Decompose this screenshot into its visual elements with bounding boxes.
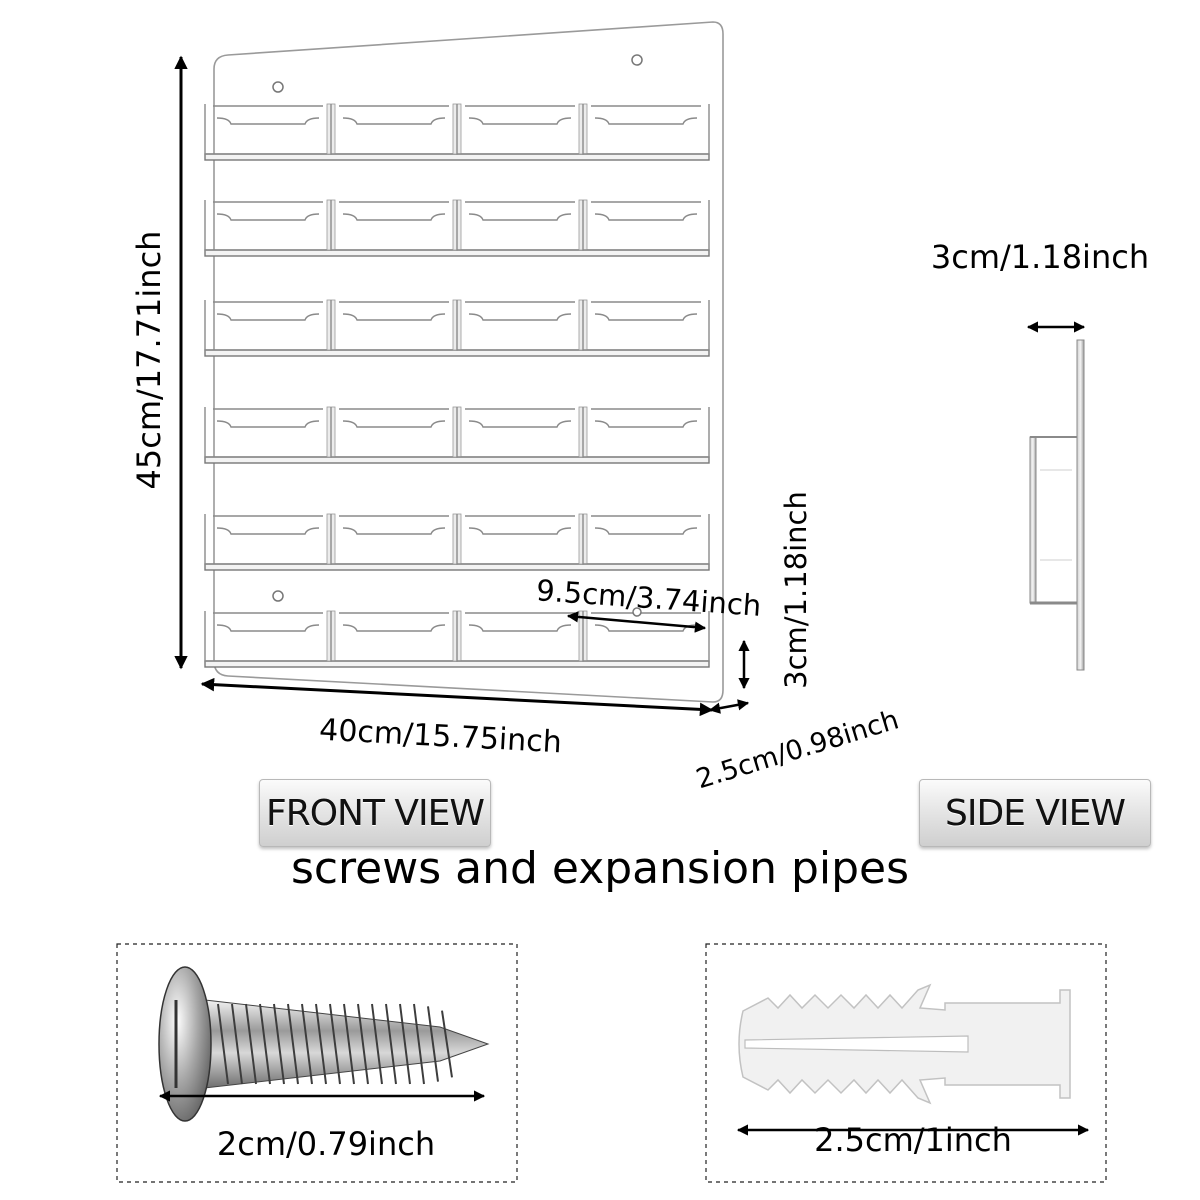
screw-icon: [158, 966, 490, 1122]
pocket-row: [204, 103, 710, 161]
width-arrow: [200, 677, 714, 717]
pocket-row: [204, 299, 710, 357]
pocket-row: [204, 406, 710, 464]
width-label: 40cm/15.75inch: [318, 713, 562, 761]
pocket: [582, 514, 710, 565]
side-depth-label: 3cm/1.18inch: [931, 238, 1149, 276]
mount-hole-top-right: [631, 54, 643, 66]
mount-hole-top-left: [272, 81, 284, 93]
screw-length-label: 2cm/0.79inch: [217, 1125, 435, 1163]
side-back-panel: [1076, 339, 1085, 671]
depth-label: 2.5cm/0.98inch: [693, 704, 903, 795]
pocket: [582, 104, 710, 155]
side-view-button: SIDE VIEW: [919, 779, 1151, 847]
mount-hole-bottom-left: [272, 590, 284, 602]
side-view-holder: [1029, 339, 1085, 671]
screw-box: [116, 943, 518, 1183]
anchor-length-label: 2.5cm/1inch: [814, 1121, 1012, 1159]
pocket-height-label: 3cm/1.18inch: [779, 491, 813, 689]
side-pocket-front: [1029, 436, 1037, 604]
expansion-anchor-icon: [738, 983, 1071, 1105]
depth-arrow: [708, 699, 750, 714]
front-view-holder: [204, 21, 724, 703]
pocket: [582, 300, 710, 351]
accessories-heading: screws and expansion pipes: [290, 843, 910, 894]
anchor-box: [705, 943, 1107, 1183]
pocket-row: [204, 199, 710, 257]
pocket-width-arrow: [566, 611, 707, 633]
pocket-row: [204, 610, 710, 668]
pocket: [582, 200, 710, 251]
front-view-button: FRONT VIEW: [259, 779, 491, 847]
pocket: [582, 407, 710, 458]
pocket-rows: [204, 103, 710, 668]
height-label: 45cm/17.71inch: [130, 231, 168, 490]
pocket-row: [204, 513, 710, 571]
